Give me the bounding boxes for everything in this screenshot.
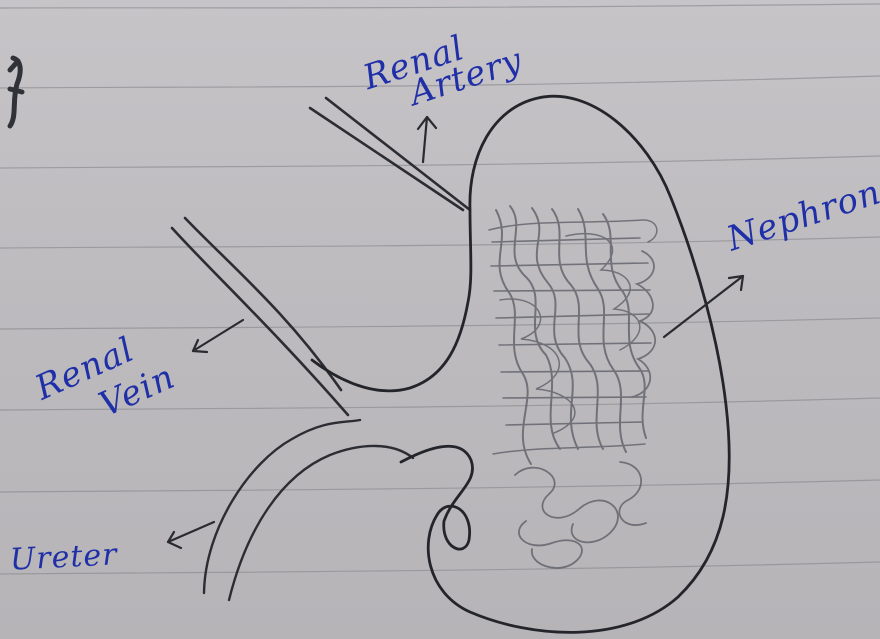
arrow-icon xyxy=(418,117,436,162)
renal-vein xyxy=(172,218,348,415)
margin-mark xyxy=(10,58,22,126)
annotation-arrows xyxy=(168,117,743,548)
nephron-scribbles xyxy=(489,206,657,568)
arrow-icon xyxy=(168,522,214,548)
ureter xyxy=(204,420,413,600)
ureter-label: Ureter xyxy=(9,540,118,576)
kidney-outline xyxy=(312,96,729,632)
renal-artery xyxy=(310,98,470,210)
arrow-icon xyxy=(193,320,243,352)
arrow-icon xyxy=(664,276,743,337)
